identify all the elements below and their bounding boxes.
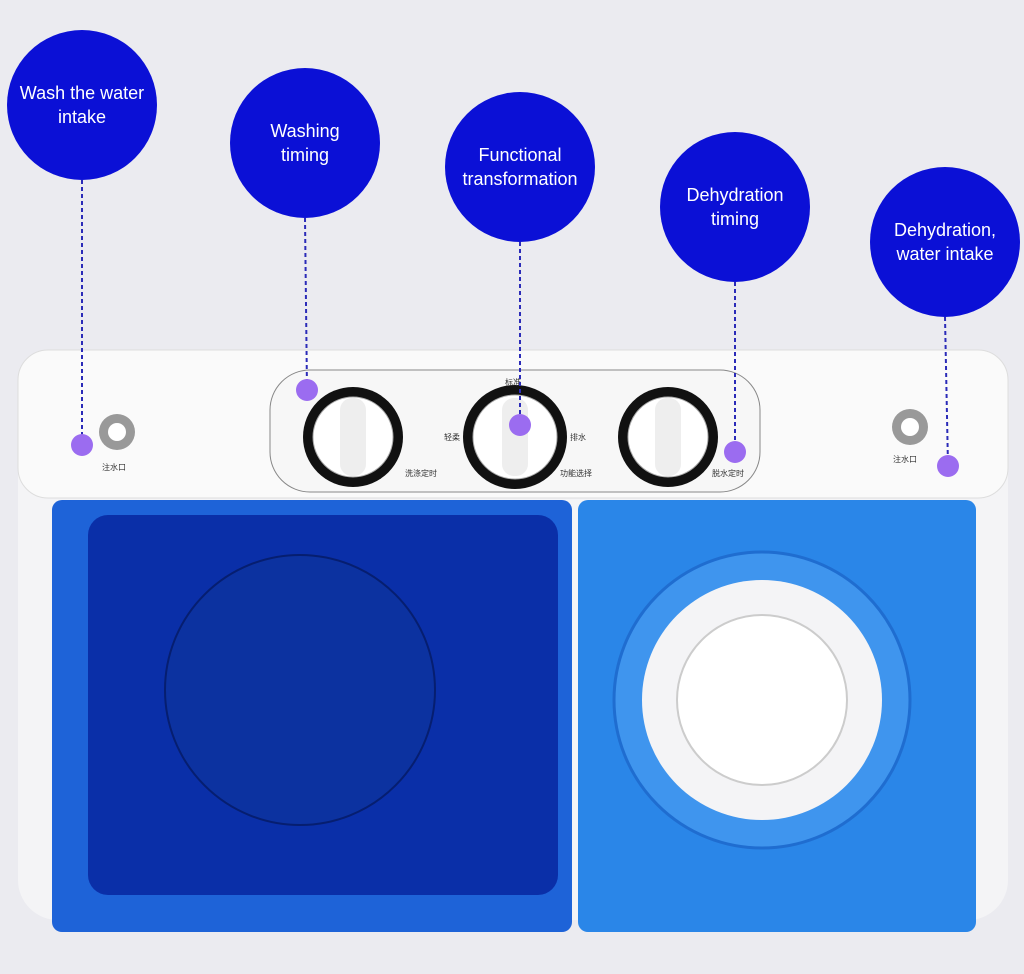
- callout-circles: [7, 30, 1020, 317]
- markers: [71, 379, 959, 477]
- wash-timer-dial[interactable]: [303, 387, 403, 487]
- callout-functional-transformation: Functional transformation: [462, 145, 578, 189]
- wash-drum: [164, 554, 436, 826]
- callout-dehydration-water-intake: Dehydration, water intake: [893, 220, 997, 264]
- callout-washing-timing: Washing timing: [270, 121, 340, 165]
- right-inlet-label: 注水口: [893, 454, 917, 464]
- callout-wash-water-intake: Wash the water intake: [19, 83, 145, 127]
- callout-dehydration-timing: Dehydration timing: [686, 185, 784, 229]
- mode-top-label: 标准: [505, 377, 521, 387]
- spin-timer-label: 脱水定时: [712, 468, 744, 478]
- function-select-dial[interactable]: [463, 385, 567, 489]
- spin-timer-dial[interactable]: [618, 387, 718, 487]
- mode-right-label: 排水: [570, 432, 586, 442]
- spin-water-inlet: [892, 409, 928, 445]
- leader-lines: [81, 180, 949, 467]
- function-select-label: 功能选择: [560, 468, 592, 478]
- left-inlet-label: 注水口: [102, 462, 126, 472]
- wash-timer-label: 洗涤定时: [405, 468, 437, 478]
- wash-water-inlet: [99, 414, 135, 450]
- mode-left-label: 轻柔: [444, 432, 460, 442]
